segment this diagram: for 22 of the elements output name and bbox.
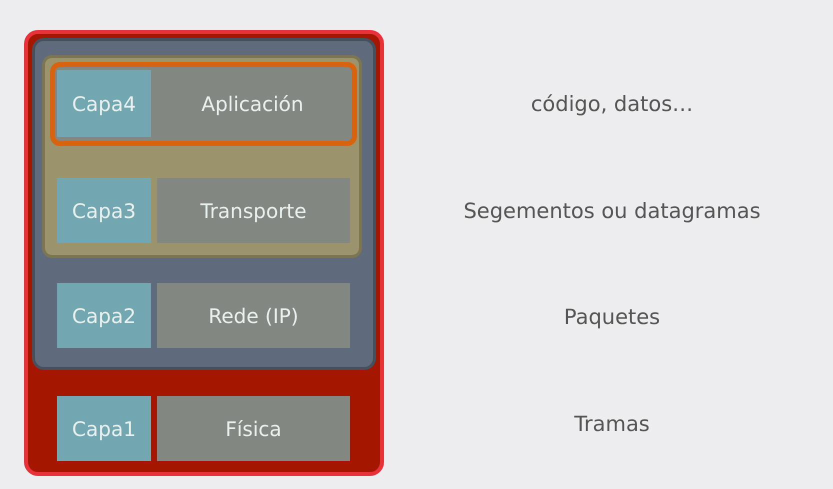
layer-frame: [24, 30, 384, 476]
layer-number-label: Capa3: [72, 198, 136, 222]
layer-name-label: Transporte: [200, 198, 307, 222]
label-cell: [57, 283, 151, 348]
layer-data-unit-label: Paquetes: [564, 305, 660, 329]
layer-data-unit-label: código, datos…: [530, 92, 694, 116]
layer-name-label: Aplicación: [201, 92, 304, 116]
label-cell: [157, 283, 350, 348]
layer-name-label: Física: [225, 416, 282, 440]
label-cell: [57, 396, 151, 461]
label-cell: [57, 70, 151, 137]
layer-name-label: Rede (IP): [208, 304, 299, 328]
layer-frame: [32, 38, 376, 370]
layer-frame: [50, 62, 357, 146]
layer-data-unit-label: Segementos ou datagramas: [463, 199, 761, 223]
label-cell: [157, 396, 350, 461]
layer-number-label: Capa4: [72, 92, 136, 116]
label-cell: [57, 178, 151, 243]
layer-data-unit-label: Tramas: [574, 412, 650, 436]
layer-number-label: Capa2: [72, 304, 136, 328]
layer-number-label: Capa1: [72, 416, 136, 440]
layer-frame: [42, 55, 362, 258]
